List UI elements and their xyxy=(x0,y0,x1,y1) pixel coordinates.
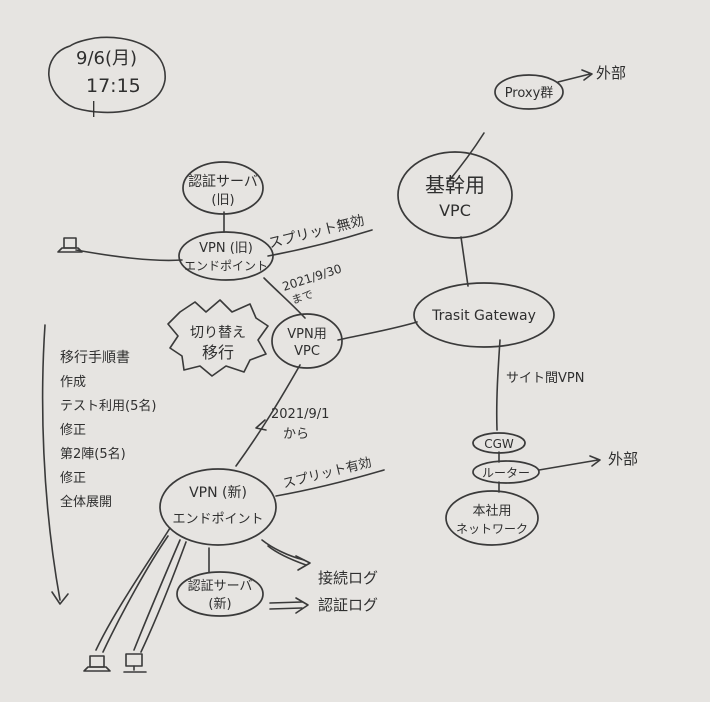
date-text: 9/6(月) xyxy=(76,48,137,69)
procedure-step: テスト利用(5名) xyxy=(60,398,156,414)
migration-procedure: 移行手順書 作成 テスト利用(5名) 修正 第2陣(5名) 修正 全体展開 xyxy=(41,324,156,605)
cutover-burst: 切り替え 移行 xyxy=(167,299,269,377)
vpn-vpc-label: VPN用 xyxy=(287,327,326,342)
site-to-site-vpn-note: サイト間VPN xyxy=(506,371,584,386)
external-top-label: 外部 xyxy=(596,64,626,82)
client-lines xyxy=(95,527,187,653)
connection-log-label: 接続ログ xyxy=(318,569,378,587)
transit-gateway: Trasit Gateway xyxy=(413,282,555,348)
procedure-title: 移行手順書 xyxy=(60,350,130,366)
router-node: ルーター 外部 xyxy=(472,450,638,484)
connection-lines xyxy=(75,132,501,573)
from-date-sub: から xyxy=(283,427,309,442)
laptop-icon xyxy=(83,655,111,672)
external-right-label: 外部 xyxy=(608,450,638,468)
tgw-label: Trasit Gateway xyxy=(431,308,536,324)
hq-net-label: 本社用 xyxy=(472,503,511,519)
s2s-label: サイト間VPN xyxy=(506,371,584,386)
cutover-label: 切り替え xyxy=(190,325,246,341)
time-tick: | xyxy=(91,98,96,117)
auth-server-new: 認証サーバ (新) xyxy=(176,571,264,617)
hq-network: 本社用 ネットワーク xyxy=(445,490,539,546)
core-vpc: 基幹用 VPC xyxy=(397,151,513,239)
core-vpc-label: 基幹用 xyxy=(425,173,485,197)
router-label: ルーター xyxy=(482,466,530,480)
vpn-old-sub: エンドポイント xyxy=(184,259,268,273)
auth-server-old: 認証サーバ (旧) xyxy=(182,161,264,215)
core-vpc-sub: VPC xyxy=(439,201,471,220)
vpn-old-endpoint: VPN (旧) エンドポイント xyxy=(178,231,274,281)
log-arrows xyxy=(261,539,311,614)
procedure-step: 作成 xyxy=(60,375,86,390)
vpn-vpc: VPN用 VPC xyxy=(271,313,343,369)
split-enabled-text: スプリット有効 xyxy=(281,455,373,492)
proxy-group: Proxy群 外部 xyxy=(494,64,626,110)
split-enabled-note: スプリット有効 xyxy=(275,455,385,497)
laptop-icon xyxy=(57,237,83,253)
auth-old-sub: (旧) xyxy=(211,193,234,208)
until-date-text: 2021/9/30 xyxy=(281,262,344,294)
vpn-new-endpoint: VPN (新) エンドポイント xyxy=(159,468,277,546)
hq-net-sub: ネットワーク xyxy=(456,522,528,536)
until-date-sub: まで xyxy=(290,288,315,307)
auth-new-label: 認証サーバ xyxy=(188,578,253,594)
vpn-new-label: VPN (新) xyxy=(189,485,247,501)
vpn-old-label: VPN (旧) xyxy=(199,241,253,256)
vpn-new-sub: エンドポイント xyxy=(172,512,263,527)
vpn-vpc-sub: VPC xyxy=(294,344,320,359)
procedure-step: 修正 xyxy=(60,423,86,438)
cgw-label: CGW xyxy=(484,437,514,451)
from-date-text: 2021/9/1 xyxy=(271,407,329,422)
from-date-note: 2021/9/1 から xyxy=(255,407,329,442)
until-date-note: 2021/9/30 まで xyxy=(281,262,344,307)
procedure-step: 修正 xyxy=(60,471,86,486)
time-text: 17:15 xyxy=(86,75,141,97)
procedure-step: 全体展開 xyxy=(60,494,112,510)
cutover-sub: 移行 xyxy=(202,343,234,362)
date-note: 9/6(月) 17:15 | xyxy=(48,36,166,117)
auth-old-label: 認証サーバ xyxy=(188,174,258,190)
cgw-node: CGW xyxy=(472,432,526,454)
split-disabled-note: スプリット無効 xyxy=(267,213,373,257)
auth-new-sub: (新) xyxy=(208,596,231,612)
procedure-step: 第2陣(5名) xyxy=(60,446,126,462)
auth-log-label: 認証ログ xyxy=(318,596,378,614)
proxy-label: Proxy群 xyxy=(505,86,554,101)
monitor-icon xyxy=(123,653,147,673)
